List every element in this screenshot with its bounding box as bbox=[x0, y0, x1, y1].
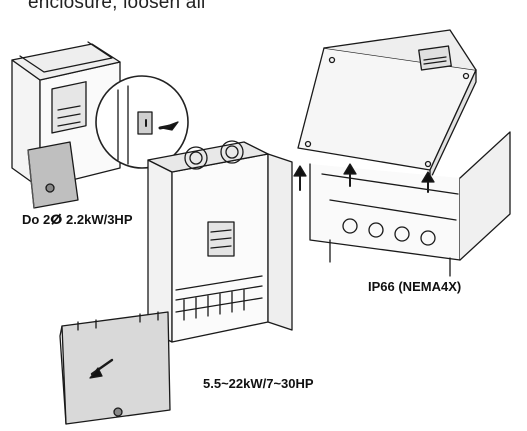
label-large-model: 5.5~22kW/7~30HP bbox=[203, 376, 314, 391]
large-drive-drawing bbox=[147, 140, 307, 343]
label-small-model: Do 2ⵁ 2.2kW/3HP bbox=[22, 212, 133, 227]
label-ip66-model: IP66 (NEMA4X) bbox=[368, 279, 462, 294]
bottom-cover-drawing bbox=[59, 311, 171, 425]
small-drive-drawing bbox=[11, 41, 189, 209]
ip66-drive-drawing bbox=[297, 29, 511, 277]
caption-fragment: enclosure, loosen all bbox=[28, 0, 206, 13]
